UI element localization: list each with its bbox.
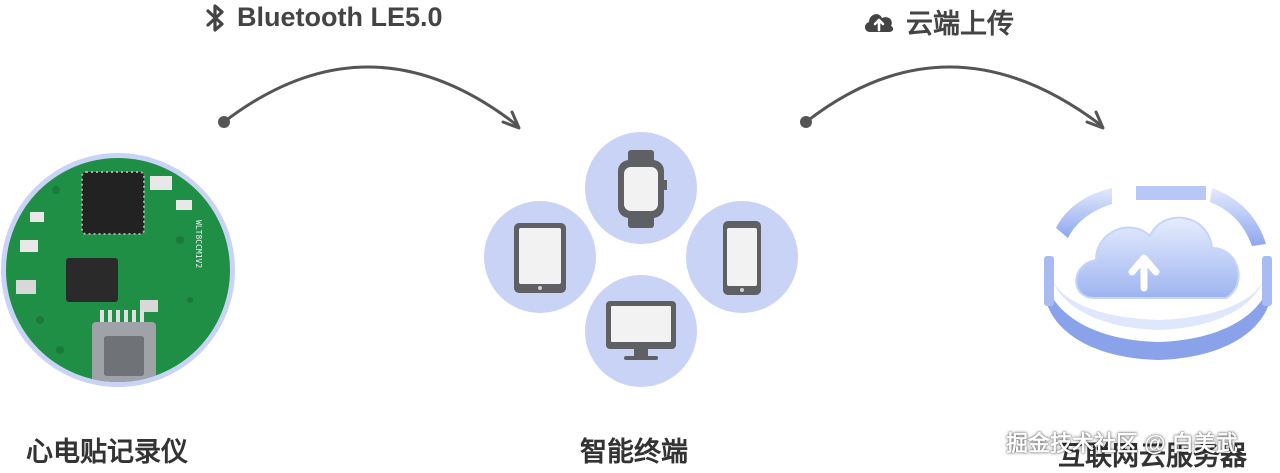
node-label-cloud-server: 互联网云服务器 — [1058, 441, 1247, 471]
cloud-upload-label: 云端上传 — [862, 2, 1014, 41]
bluetooth-text: Bluetooth LE5.0 — [237, 2, 443, 32]
cloud-upload-text: 云端上传 — [906, 9, 1014, 39]
arrow-cloud-upload — [800, 65, 1105, 130]
node-label-smart-terminal: 智能终端 — [580, 437, 688, 467]
svg-text:WLT8CCM1V2: WLT8CCM1V2 — [194, 220, 203, 268]
cloud-server-icon — [1044, 186, 1272, 360]
phone-icon — [686, 201, 798, 313]
cloud-upload-icon — [864, 13, 894, 32]
tablet-icon — [484, 201, 596, 313]
smartwatch-icon — [585, 132, 697, 244]
node-label-ecg-patch: 心电贴记录仪 — [26, 437, 188, 467]
monitor-icon — [585, 275, 697, 387]
arrow-bluetooth — [218, 65, 521, 130]
watermark-text: 掘金技术社区 @ 白美武 — [1006, 431, 1238, 456]
bluetooth-label: Bluetooth LE5.0 — [205, 2, 443, 33]
pcb-board-icon: WLT8CCM1V2 — [1, 153, 235, 387]
bluetooth-icon — [206, 3, 224, 32]
smart-terminal-group — [484, 132, 798, 387]
